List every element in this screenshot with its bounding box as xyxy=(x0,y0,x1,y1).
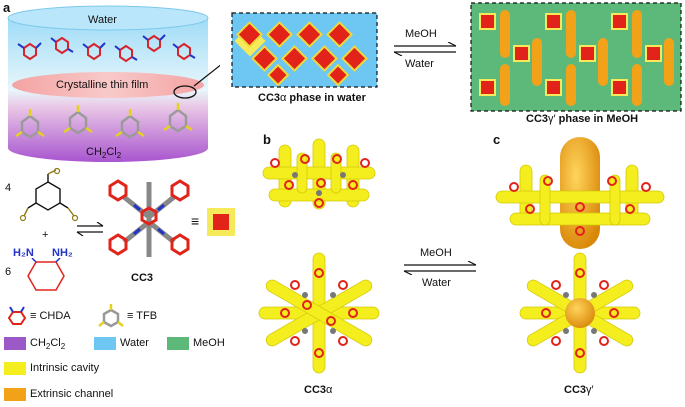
coef-chda: 6 xyxy=(5,266,12,278)
panel-label-c: c xyxy=(493,132,501,147)
panel-label-a: a xyxy=(3,0,11,15)
water-legend-text: Water xyxy=(120,337,149,349)
tfb-legend-icon xyxy=(98,304,124,328)
exchange-top-water: Water xyxy=(405,58,434,70)
intrinsic-legend-text: Intrinsic cavity xyxy=(30,362,100,374)
tfb-legend-text: ≡ TFB xyxy=(127,310,158,322)
cylinder-ch2cl2-label: CH2Cl2 xyxy=(86,146,122,161)
exchange-top-meoh: MeOH xyxy=(405,28,437,40)
cc3-alpha-water-caption: CC3α phase in water xyxy=(258,92,366,104)
plus-sign: + xyxy=(42,229,49,241)
amine-left: H₂N xyxy=(13,247,34,259)
cc3-alpha-molecular-render xyxy=(258,138,380,374)
exchange-mid-water: Water xyxy=(422,277,451,289)
chda-legend-text: ≡ CHDA xyxy=(30,310,71,322)
cc3-alpha-water-box xyxy=(231,12,378,88)
tfb-structure xyxy=(19,168,79,222)
cc3-gamma-molecular-render xyxy=(495,137,665,374)
meoh-legend-text: MeOH xyxy=(193,337,225,349)
equilibrium-arrow-top xyxy=(393,42,457,56)
exchange-mid-meoh: MeOH xyxy=(420,247,452,259)
cylinder-film-label: Crystalline thin film xyxy=(56,79,149,91)
extrinsic-legend-text: Extrinsic channel xyxy=(30,388,114,400)
equilibrium-arrow-middle xyxy=(403,261,477,275)
extrinsic-swatch xyxy=(4,388,26,401)
intrinsic-swatch xyxy=(4,362,26,375)
cylinder-water-label: Water xyxy=(88,14,117,26)
cc3-cage-structure xyxy=(108,179,190,257)
panel-label-b: b xyxy=(263,132,271,147)
ch2cl2-legend-text: CH2Cl2 xyxy=(30,337,66,352)
water-swatch xyxy=(94,337,116,350)
cc3-symbol-square xyxy=(207,208,235,236)
cc3-alpha-caption: CC3α xyxy=(304,384,333,396)
meoh-swatch xyxy=(167,337,189,350)
amine-right: NH₂ xyxy=(52,247,73,259)
cc3-equiv-sign: ≡ xyxy=(191,213,200,229)
cc3-product-label: CC3 xyxy=(131,272,154,284)
reaction-equilibrium-arrow xyxy=(76,222,104,236)
cc3-gamma-caption: CC3γ′ xyxy=(564,384,594,396)
cc3-gamma-meoh-caption: CC3γ′ phase in MeOH xyxy=(526,113,639,125)
chda-legend-icon xyxy=(7,306,27,325)
ch2cl2-swatch xyxy=(4,337,26,350)
thin-film-cylinder xyxy=(7,5,220,162)
cc3-gamma-meoh-box xyxy=(470,2,682,112)
coef-tfb: 4 xyxy=(5,182,12,194)
chda-structure xyxy=(27,258,65,291)
